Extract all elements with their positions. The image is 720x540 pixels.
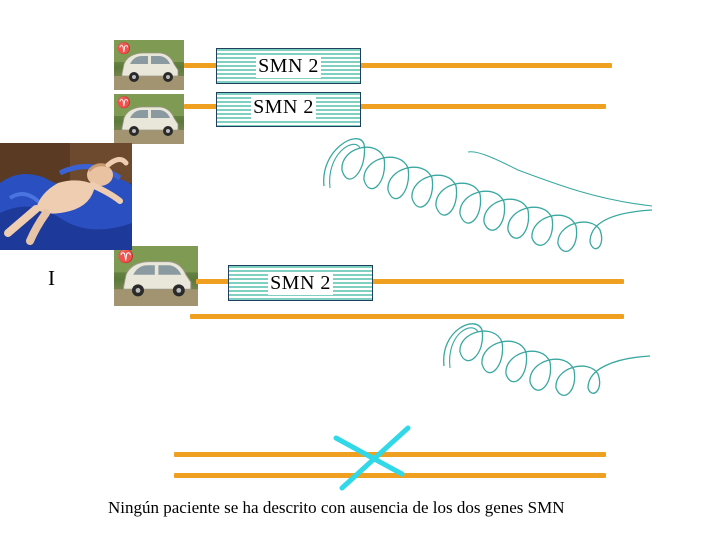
- car-photo-2: ♈: [114, 94, 184, 144]
- car-photo-1: ♈: [114, 40, 184, 90]
- chromosome-line-3: [196, 279, 624, 284]
- baby-painting: [0, 143, 132, 250]
- unwound-coil-drawing-1: [323, 138, 653, 252]
- deletion-cross-mark: [333, 425, 411, 491]
- svg-text:♈: ♈: [117, 96, 131, 109]
- smn2-gene-box-2: SMN 2: [216, 92, 361, 127]
- smn2-gene-label: SMN 2: [256, 54, 321, 78]
- smn2-gene-label: SMN 2: [251, 96, 316, 119]
- type-one-marker: I: [48, 266, 55, 290]
- chromosome-line-2: [184, 104, 606, 109]
- svg-text:♈: ♈: [118, 248, 134, 263]
- sleeping-baby-image: [0, 143, 132, 250]
- car-icon: ♈: [114, 94, 184, 144]
- smn2-gene-box-1: SMN 2: [216, 48, 361, 84]
- chromosome-line-1: [184, 63, 612, 68]
- caption-text: Ningún paciente se ha descrito con ausen…: [108, 498, 565, 517]
- car-icon: ♈: [114, 246, 198, 306]
- car-icon: ♈: [114, 40, 184, 90]
- smn2-gene-label: SMN 2: [268, 271, 333, 295]
- car-photo-3: ♈: [114, 246, 198, 306]
- coil-path: [323, 138, 653, 252]
- coil-path: [443, 323, 651, 396]
- smn2-gene-box-3: SMN 2: [228, 265, 373, 301]
- svg-text:♈: ♈: [117, 42, 131, 55]
- unwound-coil-drawing-2: [443, 323, 651, 396]
- chromosome-line-4: [190, 314, 624, 319]
- chromosome-line-5: [174, 452, 606, 457]
- chromosome-line-6: [174, 473, 606, 478]
